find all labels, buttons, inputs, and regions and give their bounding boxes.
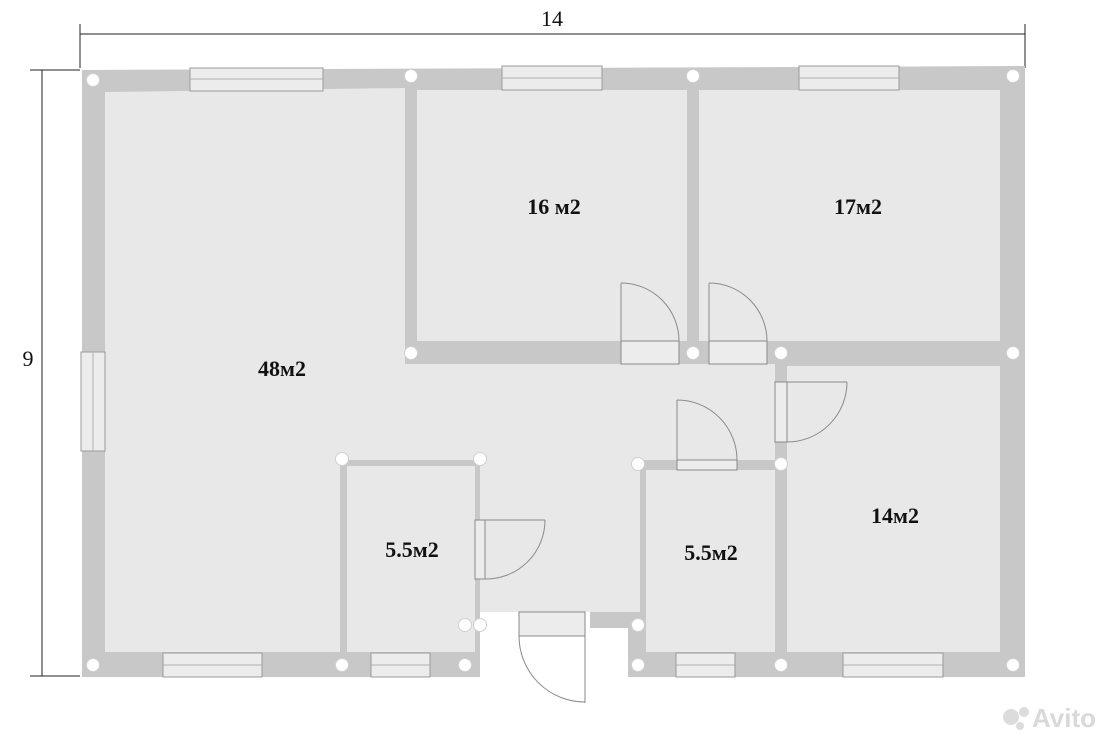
room-bedroom-1 [417,90,687,341]
avito-logo-icon [1003,709,1019,725]
door-bath-2 [676,459,738,471]
dimension-height-label: 9 [23,346,34,371]
dimension-height: 9 [23,69,80,677]
area-label-bath-2: 5.5м2 [684,540,738,565]
door-bedroom-1 [620,340,680,365]
area-label-bedroom-1: 16 м2 [527,194,581,219]
area-label-bedroom-3: 14м2 [871,503,919,528]
area-label-bath-1: 5.5м2 [385,537,439,562]
avito-watermark: Avito [1003,703,1096,733]
door-bedroom-3 [774,381,788,443]
door-entrance [518,611,586,637]
area-label-living: 48м2 [258,356,306,381]
watermark-text: Avito [1032,703,1096,733]
wall-posts [86,69,1020,672]
dimension-width: 14 [79,6,1026,68]
doors [474,282,848,703]
floor-area [105,88,775,652]
room-bath-1 [347,466,475,652]
door-bath-1 [474,519,486,580]
door-bedroom-2 [708,340,768,365]
windows [80,65,944,678]
room-bedroom-3 [787,366,1000,652]
dimension-width-label: 14 [541,6,563,31]
room-bath-2 [646,470,775,652]
area-label-bedroom-2: 17м2 [834,194,882,219]
